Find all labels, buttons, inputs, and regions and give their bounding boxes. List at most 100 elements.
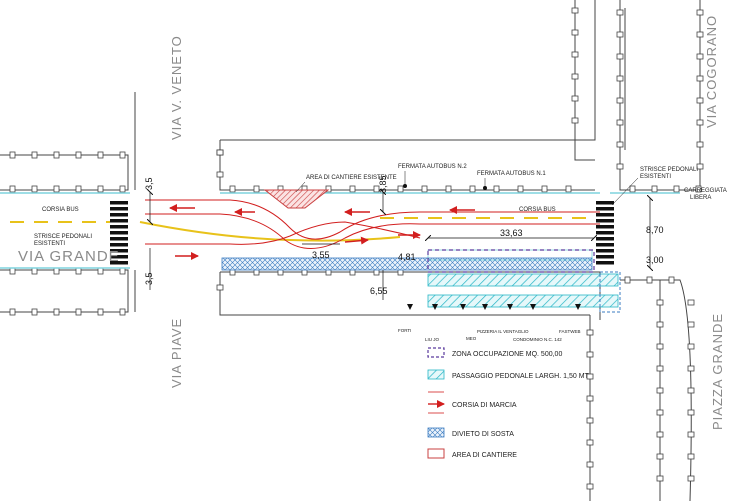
drawing-element [656, 387, 664, 394]
drawing-element [695, 185, 702, 193]
legend-label-no-parking: DIVIETO DI SOSTA [452, 431, 514, 438]
drawing-element [216, 149, 224, 156]
drawing-element [696, 75, 704, 82]
dim-8-70: 8,70 [646, 225, 664, 235]
drawing-element [97, 267, 104, 275]
drawing-element [110, 249, 128, 253]
no-parking-strip [221, 257, 593, 271]
legend-label-site-area: AREA DI CANTIERE [452, 452, 517, 459]
street-via-cogorano: VIA COGORANO [704, 15, 719, 128]
legend-label-lane: CORSIA DI MARCIA [452, 402, 517, 409]
drawing-element [110, 261, 128, 265]
existing-site-area [263, 189, 330, 209]
drawing-element [9, 308, 16, 316]
drawing-element [119, 267, 126, 275]
drawing-element [9, 267, 16, 275]
drawing-element [687, 409, 695, 416]
drawing-element [673, 185, 680, 193]
label-area-cantiere-esistente: AREA DI CANTIERE ESISTENTE [306, 175, 397, 181]
drawing-element [646, 276, 653, 284]
occupation-zone-lower [599, 271, 621, 313]
legend-label-occupation: ZONA OCCUPAZIONE MQ. 500,00 [452, 351, 562, 358]
drawing-element [696, 119, 704, 126]
drawing-element [97, 308, 104, 316]
shop-label-meo: MEO [466, 336, 477, 341]
drawing-element [110, 201, 128, 205]
traffic-arrows [169, 204, 475, 260]
drawing-element [596, 219, 614, 223]
legend-swatch-pedestrian [427, 369, 445, 380]
drawing-element [696, 9, 704, 16]
label-fermata-2: FERMATA AUTOBUS N.2 [398, 164, 467, 170]
drawing-element [571, 73, 579, 80]
drawing-element [687, 299, 695, 306]
street-piazza-grande: PIAZZA GRANDE [710, 313, 725, 430]
drawing-element [110, 237, 128, 241]
drawing-element [110, 219, 128, 223]
drawing-element [31, 308, 38, 316]
drawing-element [596, 225, 614, 229]
legend-swatch-occupation [427, 347, 445, 358]
drawing-element [53, 151, 60, 159]
drawing-element [75, 308, 82, 316]
drawing-element [687, 431, 695, 438]
drawing-element [596, 213, 614, 217]
label-carreggiata-1: CARREGGIATA [684, 188, 727, 194]
drawing-element [624, 276, 631, 284]
drawing-element [565, 185, 572, 193]
shop-label-forti: FORTI [398, 328, 411, 333]
drawing-element [596, 261, 614, 265]
drawing-element [349, 185, 356, 193]
drawing-element [229, 185, 236, 193]
legend-swatch-no-parking [427, 427, 445, 438]
drawing-element [75, 267, 82, 275]
street-via-piave: VIA PIAVE [169, 318, 184, 388]
drawing-element [586, 483, 594, 490]
shop-label-pizzeria: PIZZERIA IL VENTAGLIO [477, 329, 529, 334]
drawing-element [616, 9, 624, 16]
drawing-element [9, 151, 16, 159]
shop-label-fastweb: FASTWEB [559, 329, 581, 334]
drawing-element [119, 308, 126, 316]
drawing-element [469, 185, 476, 193]
drawing-element [110, 207, 128, 211]
drawing-element [656, 365, 664, 372]
drawing-element [586, 373, 594, 380]
drawing-element [616, 141, 624, 148]
pedestrian-passage [427, 249, 619, 308]
drawing-element [668, 276, 675, 284]
drawing-element [687, 387, 695, 394]
drawing-element [651, 185, 658, 193]
dim-33-63: 33,63 [500, 228, 523, 238]
crosswalk-right [596, 201, 614, 265]
dim-3-5-top: 3,5 [144, 177, 154, 190]
drawing-element [75, 151, 82, 159]
label-carreggiata-2: LIBERA [690, 195, 711, 201]
drawing-element [656, 321, 664, 328]
drawing-element [53, 267, 60, 275]
drawing-element [696, 141, 704, 148]
legend-label-pedestrian: PASSAGGIO PEDONALE LARGH. 1,50 MT [452, 373, 590, 380]
shop-markers [407, 304, 581, 310]
dim-3-85: 3,85 [378, 175, 388, 193]
crosswalk-left [110, 200, 128, 266]
drawing-element [75, 185, 82, 193]
drawing-element [493, 185, 500, 193]
drawing-element [586, 439, 594, 446]
drawing-element [53, 308, 60, 316]
drawing-element [325, 185, 332, 193]
drawing-element [656, 299, 664, 306]
drawing-element [656, 431, 664, 438]
legend-swatch-site-area [427, 448, 445, 459]
drawing-element [31, 185, 38, 193]
label-strisce-left-1: STRISCE PEDONALI [34, 234, 92, 240]
drawing-element [596, 243, 614, 247]
drawing-element [596, 201, 614, 205]
label-strisce-left-2: ESISTENTI [34, 241, 65, 247]
drawing-element [445, 185, 452, 193]
drawing-element [571, 29, 579, 36]
label-fermata-1: FERMATA AUTOBUS N.1 [477, 171, 546, 177]
drawing-element [571, 7, 579, 14]
dim-3-55: 3,55 [312, 250, 330, 260]
